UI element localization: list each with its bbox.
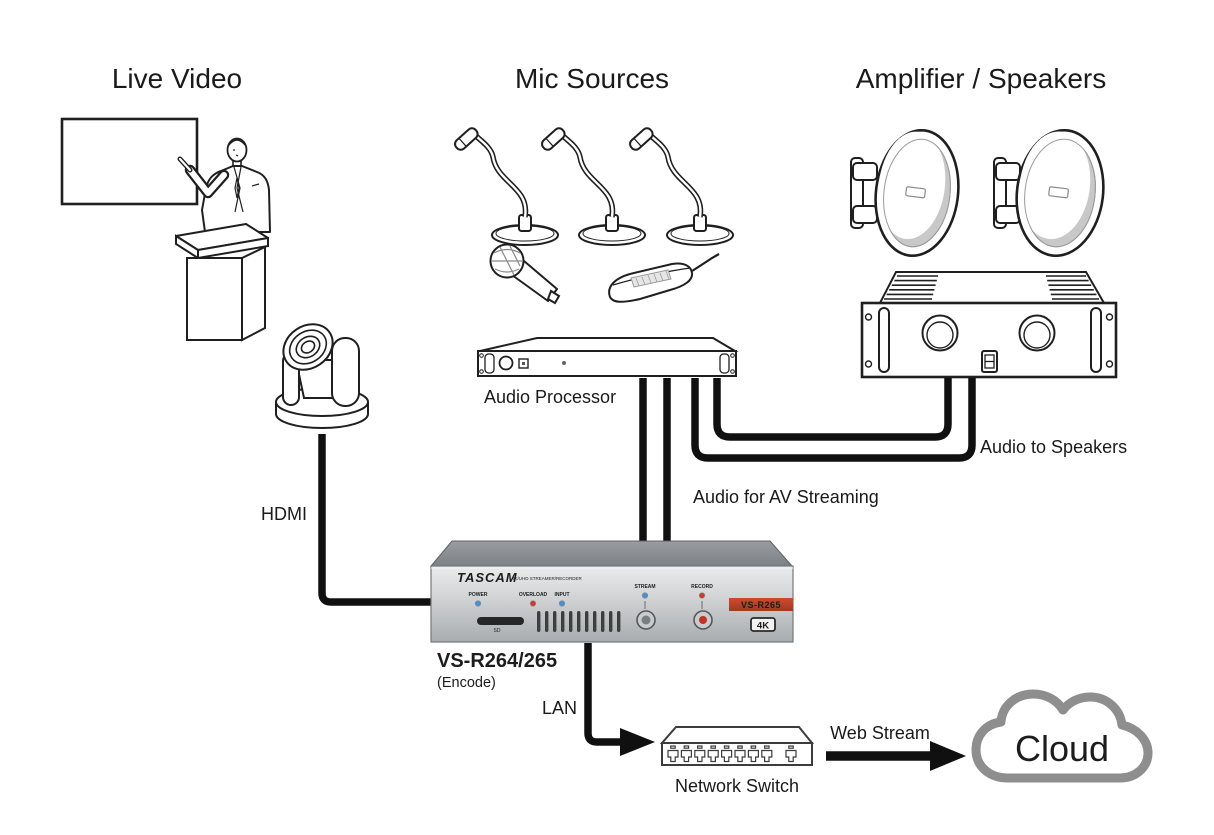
input-led-label: INPUT	[555, 592, 570, 598]
lan-arrowhead	[620, 728, 655, 756]
handheld-mic	[489, 243, 561, 305]
overload-led-label: OVERLOAD	[519, 592, 548, 598]
format-badge-label: 4K	[757, 621, 769, 632]
model-badge	[729, 598, 793, 611]
power-led	[474, 600, 482, 607]
sd-card-slot	[477, 617, 524, 625]
presentation-screen	[60, 117, 199, 206]
audio-speaker-cable-inner	[713, 378, 952, 441]
network-switch-label: Network Switch	[675, 776, 799, 796]
streamer-mode-label: (Encode)	[437, 675, 496, 691]
lan-cable	[584, 643, 624, 746]
audio-speaker-cable-outer	[691, 378, 976, 462]
cloud-shape	[971, 689, 1153, 783]
boundary-mic	[608, 253, 720, 303]
streamer-device: TASCAM 4K/UHD STREAMER/RECORDER POWER OV…	[429, 540, 794, 643]
stream-led-label: STREAM	[634, 584, 655, 590]
overload-led	[529, 600, 537, 607]
network-switch-device	[659, 726, 815, 766]
gooseneck-mic-3	[628, 126, 733, 245]
vent-slots	[537, 611, 621, 632]
cloud-label: Cloud	[1015, 728, 1109, 769]
ceiling-speaker-left	[850, 128, 960, 258]
hdmi-label: HDMI	[261, 504, 307, 524]
record-led	[698, 592, 706, 599]
format-badge	[750, 617, 776, 632]
web-stream-label: Web Stream	[830, 723, 930, 743]
title-amplifier-speakers: Amplifier / Speakers	[856, 63, 1107, 94]
input-led	[558, 600, 566, 607]
record-led-label: RECORD	[691, 584, 713, 590]
ceiling-speaker-right	[993, 128, 1105, 258]
power-led-label: POWER	[469, 592, 488, 598]
audio-to-speakers-label: Audio to Speakers	[980, 437, 1127, 457]
audio-for-av-streaming-label: Audio for AV Streaming	[693, 487, 879, 507]
model-badge-label: VS-R265	[741, 600, 781, 610]
podium	[175, 223, 269, 342]
sd-slot-label: SD	[494, 628, 501, 634]
web-stream-arrowhead	[930, 741, 966, 771]
amplifier	[860, 271, 1118, 379]
lan-label: LAN	[542, 698, 577, 718]
presenter-figure	[177, 137, 271, 233]
streamer-model-label: VS-R264/265	[437, 650, 557, 672]
tascam-logo: TASCAM	[457, 570, 518, 585]
title-mic-sources: Mic Sources	[515, 63, 669, 94]
audio-processor-device	[477, 337, 739, 377]
tascam-tagline: 4K/UHD STREAMER/RECORDER	[512, 576, 583, 581]
hdmi-cable	[318, 434, 431, 606]
ptz-camera	[275, 323, 369, 429]
stream-led	[641, 592, 649, 599]
audio-processor-label: Audio Processor	[484, 387, 616, 407]
title-live-video: Live Video	[112, 63, 242, 94]
